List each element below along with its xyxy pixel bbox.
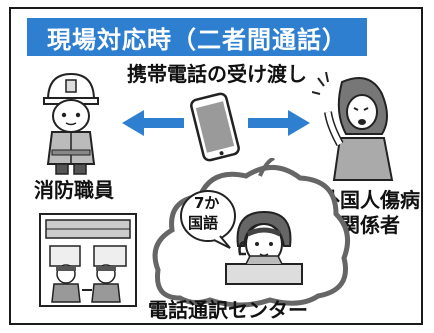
language-bubble bbox=[180, 190, 236, 249]
arrow-left-icon bbox=[122, 110, 184, 136]
phone-handover-label: 携帯電話の受け渡し bbox=[127, 62, 307, 86]
languages-label-line2: 国語 bbox=[188, 214, 219, 232]
foreign-person-icon bbox=[312, 72, 394, 181]
firefighter-label: 消防職員 bbox=[34, 178, 114, 202]
title-text: 現場対応時（二者間通話） bbox=[47, 25, 347, 54]
arrow-right-icon bbox=[248, 110, 310, 136]
firefighter-icon bbox=[43, 72, 99, 175]
interpretation-center-label: 電話通訳センター bbox=[148, 298, 308, 322]
ambulance-crew-icon bbox=[39, 213, 137, 307]
interpreter-icon bbox=[225, 210, 303, 285]
languages-label-line1: 7か bbox=[194, 194, 220, 212]
smartphone-icon bbox=[190, 92, 240, 162]
title-banner: 現場対応時（二者間通話） bbox=[27, 18, 367, 56]
